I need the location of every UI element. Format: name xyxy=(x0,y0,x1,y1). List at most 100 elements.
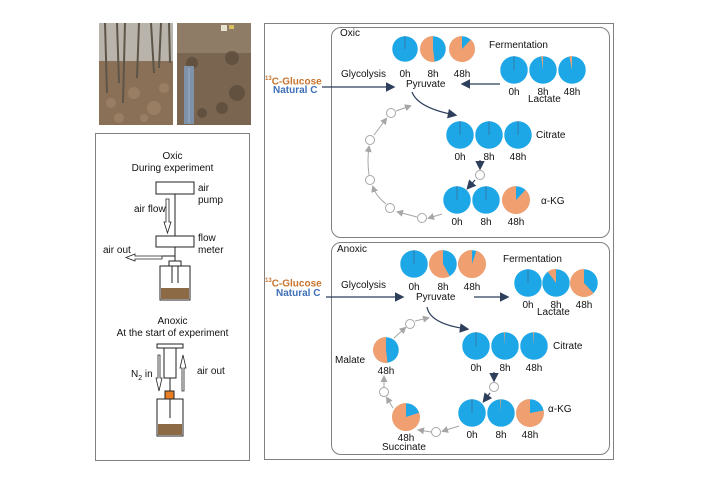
anoxic-setup-subtitle: At the start of experiment xyxy=(116,328,229,339)
pie-labeled-slice xyxy=(547,269,556,283)
natural-c-legend-oxic: Natural C xyxy=(273,85,318,96)
anoxic-malate-pie-48h xyxy=(372,336,400,364)
anoxic-malate-label: Malate xyxy=(335,355,366,366)
pie-labeled-slice xyxy=(504,332,505,346)
anoxic-akg-time-label: 8h xyxy=(495,430,506,441)
oxic-lactate-label: Lactate xyxy=(528,94,561,105)
air-out-arrow-anoxic xyxy=(179,354,187,392)
oxic-cycle-node xyxy=(475,170,485,180)
anoxic-setup-title: Anoxic xyxy=(157,316,188,327)
anoxic-succinate-time-label: 48h xyxy=(398,433,415,444)
oxic-pyruvate-pie-0h xyxy=(391,35,419,63)
oxic-pyruvate-to-citrate-arrow xyxy=(411,91,458,119)
air-flow-label: air flow xyxy=(134,204,166,215)
oxic-akg-pie-48h xyxy=(501,185,531,215)
air-out-label-oxic: air out xyxy=(103,245,131,256)
anoxic-soil xyxy=(158,424,182,435)
pie-labeled-slice xyxy=(516,399,544,428)
oxic-fermentation-label: Fermentation xyxy=(489,40,548,51)
oxic-citrate-pie-8h xyxy=(474,120,504,150)
pie-labeled-slice xyxy=(458,250,486,278)
anoxic-akg-pie-8h xyxy=(486,398,516,428)
anoxic-lactate-time-label: 8h xyxy=(550,300,561,311)
n2-in-label: N2 in xyxy=(131,369,153,382)
anoxic-fermentation-label: Fermentation xyxy=(503,254,562,265)
air-out-arrow xyxy=(124,253,163,262)
anoxic-akg-pie-0h xyxy=(457,398,487,428)
forest-photo-graphic xyxy=(99,23,173,125)
oxic-lactate-pie-48h xyxy=(557,55,587,85)
anoxic-succinate-label: Succinate xyxy=(382,442,426,453)
oxic-citrate-time-label: 48h xyxy=(510,152,527,163)
pie-labeled-slice xyxy=(569,56,572,70)
flow-meter-label-2: meter xyxy=(198,245,224,256)
anoxic-panel-title: Anoxic xyxy=(337,244,368,255)
anoxic-pyruvate-pie-8h xyxy=(428,249,458,279)
oxic-pyruvate-label: Pyruvate xyxy=(406,79,446,90)
oxic-soil xyxy=(161,288,189,299)
anoxic-glycolysis-label: Glycolysis xyxy=(341,280,387,291)
pie-labeled-slice xyxy=(429,250,450,278)
air-flow-arrow xyxy=(163,198,172,235)
oxic-citrate-time-label: 0h xyxy=(454,152,465,163)
oxic-citrate-pie-0h xyxy=(445,120,475,150)
anoxic-pyruvate-pie-48h xyxy=(457,249,487,279)
oxic-pyruvate-pie-8h xyxy=(419,35,447,63)
pie-labeled-slice xyxy=(533,332,534,346)
anoxic-pyruvate-time-label: 48h xyxy=(464,282,481,293)
oxic-pyruvate-time-label: 48h xyxy=(454,69,471,80)
pie-labeled-slice xyxy=(449,36,475,62)
glucose-legend-oxic: 13C-Glucose xyxy=(265,76,322,88)
pie-labeled-slice xyxy=(502,186,531,214)
anoxic-pyruvate-to-citrate-arrow xyxy=(426,306,470,333)
oxic-setup-subtitle: During experiment xyxy=(131,163,214,174)
oxic-cycle-nodes xyxy=(365,108,427,223)
pie-labeled-slice xyxy=(392,403,420,431)
anoxic-lactate-label: Lactate xyxy=(537,307,570,318)
oxic-panel-title: Oxic xyxy=(340,28,360,39)
oxic-setup-title: Oxic xyxy=(162,151,183,162)
air-pump-label-2: pump xyxy=(198,195,224,206)
anoxic-pyruvate-time-label: 0h xyxy=(408,282,419,293)
flow-meter-label-1: flow xyxy=(198,233,216,244)
oxic-glycolysis-label: Glycolysis xyxy=(341,69,387,80)
anoxic-succinate-pie-48h xyxy=(391,402,421,432)
anoxic-akg-label: α-KG xyxy=(548,404,572,415)
anoxic-akg-time-label: 0h xyxy=(466,430,477,441)
pie-labeled-slice xyxy=(500,399,501,413)
oxic-akg-pie-0h xyxy=(442,185,472,215)
anoxic-lactate-pie-0h xyxy=(513,268,543,298)
oxic-pyruvate-time-label: 8h xyxy=(427,69,438,80)
anoxic-pyruvate-label: Pyruvate xyxy=(416,292,456,303)
anoxic-pyruvate-pie-0h xyxy=(399,249,429,279)
anoxic-citrate-time-label: 48h xyxy=(526,363,543,374)
oxic-akg-label: α-KG xyxy=(541,196,565,207)
oxic-lactate-pie-0h xyxy=(499,55,529,85)
oxic-lactate-time-label: 8h xyxy=(537,87,548,98)
oxic-citrate-label: Citrate xyxy=(536,130,566,141)
natural-c-legend-anoxic: Natural C xyxy=(276,288,321,299)
anoxic-akg-pie-48h xyxy=(515,398,545,428)
oxic-akg-time-label: 48h xyxy=(508,217,525,228)
pie-labeled-slice xyxy=(373,337,388,363)
oxic-lactate-time-label: 48h xyxy=(564,87,581,98)
anoxic-lactate-time-label: 48h xyxy=(576,300,593,311)
anoxic-citrate-pie-48h xyxy=(519,331,549,361)
anoxic-citrate-pie-8h xyxy=(490,331,520,361)
anoxic-citrate-label: Citrate xyxy=(553,341,583,352)
anoxic-akg-time-label: 48h xyxy=(522,430,539,441)
anoxic-pyruvate-time-label: 8h xyxy=(437,282,448,293)
oxic-akg-time-label: 8h xyxy=(480,217,491,228)
anoxic-citrate-time-label: 8h xyxy=(499,363,510,374)
oxic-akg-time-label: 0h xyxy=(451,217,462,228)
oxic-pyruvate-time-label: 0h xyxy=(399,69,410,80)
oxic-citrate-time-label: 8h xyxy=(483,152,494,163)
glucose-legend-anoxic: 13C-Glucose xyxy=(265,278,322,290)
anoxic-lactate-time-label: 0h xyxy=(522,300,533,311)
pie-labeled-slice xyxy=(541,56,543,70)
oxic-lactate-pie-8h xyxy=(528,55,558,85)
soil-profile-photo xyxy=(177,23,251,125)
anoxic-citrate-pie-0h xyxy=(461,331,491,361)
